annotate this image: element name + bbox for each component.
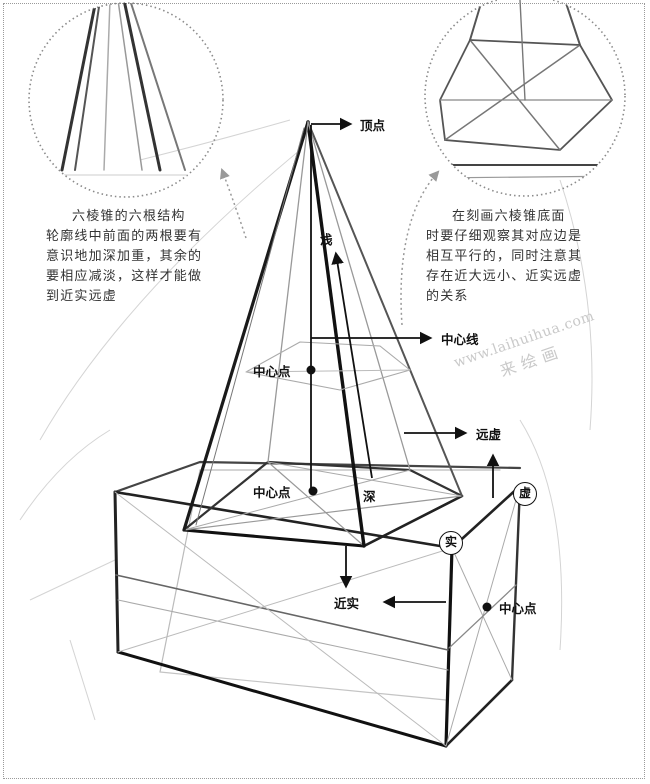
label-far-virtual: 远虚 bbox=[476, 427, 502, 442]
center-point-1-dot bbox=[306, 365, 316, 375]
right-note-line: 相互平行的，同时注意其 bbox=[426, 249, 583, 264]
center-point-2-dot bbox=[308, 486, 318, 496]
right-note-line: 在刻画六棱锥底面 bbox=[452, 209, 566, 224]
center-point-3-dot bbox=[482, 602, 492, 612]
left-note-line: 要相应减淡，这样才能做 bbox=[46, 269, 203, 284]
light-dark-arrow bbox=[331, 251, 373, 479]
left-pointer-arrow bbox=[220, 168, 247, 239]
left-note-line: 意识地加深加重，其余的 bbox=[46, 249, 203, 264]
box-prism bbox=[113, 460, 522, 748]
right-note-line: 的关系 bbox=[426, 289, 469, 304]
label-center-point-2: 中心点 bbox=[253, 485, 291, 500]
label-near-solid: 近实 bbox=[334, 596, 360, 611]
left-detail-circle bbox=[28, 2, 224, 198]
right-note: 在刻画六棱锥底面 时要仔细观察其对应边是 相互平行的，同时注意其 存在近大远小、… bbox=[426, 207, 582, 307]
left-note-line: 轮廓线中前面的两根要有 bbox=[46, 229, 203, 244]
virtual-marker: 虚 bbox=[513, 482, 537, 506]
left-note: 六棱锥的六根结构 轮廓线中前面的两根要有 意识地加深加重，其余的 要相应减淡，这… bbox=[46, 207, 202, 307]
label-center-point-3: 中心点 bbox=[499, 601, 537, 616]
right-detail-circle bbox=[424, 0, 626, 197]
right-note-line: 存在近大远小、近实远虚 bbox=[426, 269, 583, 284]
right-note-line: 时要仔细观察其对应边是 bbox=[426, 229, 583, 244]
left-note-line: 到近实远虚 bbox=[46, 289, 118, 304]
label-center-point-1: 中心点 bbox=[253, 364, 291, 379]
annotation-lines bbox=[310, 117, 500, 609]
left-note-line: 六棱锥的六根结构 bbox=[72, 209, 186, 224]
label-dark: 深 bbox=[363, 489, 376, 504]
label-center-line: 中心线 bbox=[441, 332, 479, 347]
label-light: 浅 bbox=[320, 232, 333, 247]
label-apex: 顶点 bbox=[360, 118, 386, 133]
solid-marker: 实 bbox=[439, 531, 463, 555]
right-pointer-arrow bbox=[400, 170, 440, 326]
right-detail-sketch bbox=[429, 0, 625, 179]
left-detail-sketch bbox=[34, 3, 221, 176]
page-frame bbox=[3, 3, 645, 779]
hexagonal-pyramid bbox=[182, 120, 464, 548]
